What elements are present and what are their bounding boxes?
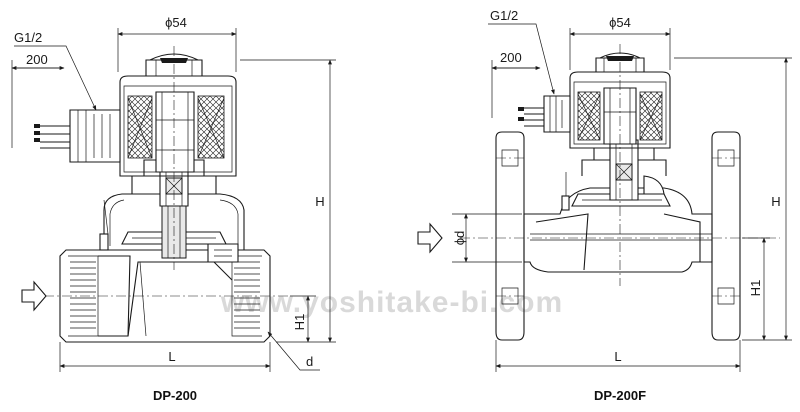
left-valve-drawing: ϕ54 G1/2 200 H H1 L d DP-200 [11, 15, 336, 403]
left-flow-arrow [21, 280, 47, 312]
left-thread-label: G1/2 [14, 30, 42, 45]
left-cable-label: 200 [26, 52, 48, 67]
right-thread-label: G1/2 [490, 8, 518, 23]
left-diameter-label: ϕ54 [165, 15, 187, 30]
right-height-label: H [771, 194, 780, 209]
right-diameter-label: ϕ54 [609, 15, 631, 30]
left-port-label: d [306, 354, 313, 369]
left-dimensions: ϕ54 G1/2 200 H H1 L d [11, 15, 336, 372]
right-h1-label: H1 [748, 280, 763, 297]
left-height-label: H [315, 194, 324, 209]
right-port-label: ϕd [452, 231, 467, 246]
left-caption: DP-200 [153, 388, 197, 403]
right-cable-gland [518, 95, 571, 133]
left-valve-body [59, 193, 271, 343]
right-cable-label: 200 [500, 50, 522, 65]
watermark: www.yoshitake-bi.com [220, 286, 563, 319]
right-flanges [495, 131, 741, 341]
left-cable-gland [34, 109, 121, 163]
left-solenoid-coil [119, 53, 237, 177]
right-caption: DP-200F [594, 388, 646, 403]
right-dimensions: ϕ54 G1/2 200 H H1 ϕd L [452, 8, 792, 372]
right-length-label: L [614, 349, 621, 364]
right-valve-drawing: ϕ54 G1/2 200 H H1 ϕd L DP-200F [417, 8, 792, 403]
left-length-label: L [168, 349, 175, 364]
right-flow-arrow [417, 222, 443, 254]
left-h1-label: H1 [292, 314, 307, 331]
